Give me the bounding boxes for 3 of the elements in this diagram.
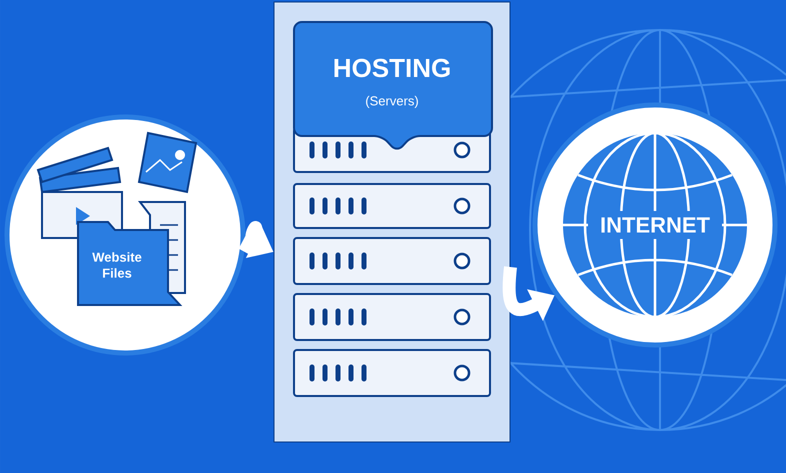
subheading: (Servers) xyxy=(366,96,418,108)
heading: HOSTING xyxy=(334,58,450,78)
folder-label: Website Files xyxy=(92,252,142,278)
